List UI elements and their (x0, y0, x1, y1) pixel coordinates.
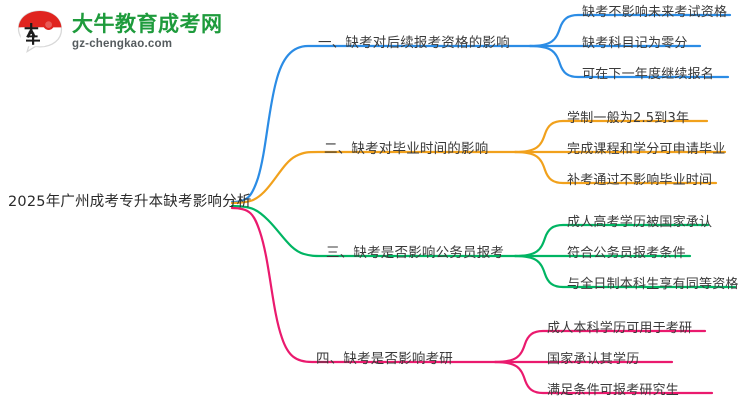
branch-label-2[interactable]: 二、缺考对毕业时间的影响 (324, 141, 489, 157)
branch-2-connectors (230, 119, 727, 205)
logo-subtitle: gz-chengkao.com (72, 37, 173, 50)
leaf-label-4-2[interactable]: 国家承认其学历 (547, 352, 640, 367)
leaf-label-3-2[interactable]: 符合公务员报考条件 (567, 246, 686, 261)
leaf-label-4-1[interactable]: 成人本科学历可用于考研 (547, 321, 693, 336)
logo-mark-icon (16, 8, 64, 54)
leaf-label-2-2[interactable]: 完成课程和学分可申请毕业 (567, 142, 726, 157)
leaf-label-3-1[interactable]: 成人高考学历被国家承认 (567, 215, 713, 230)
leaf-label-3-3[interactable]: 与全日制本科生享有同等资格 (567, 277, 739, 292)
branch-label-1[interactable]: 一、缺考对后续报考资格的影响 (318, 35, 510, 51)
branch-1-connectors (230, 13, 732, 204)
root-node-label[interactable]: 2025年广州成考专升本缺考影响分析 (8, 194, 252, 210)
logo-text-group: 大牛教育成考网 gz-chengkao.com (72, 12, 223, 51)
branch-label-3[interactable]: 三、缺考是否影响公务员报考 (326, 245, 505, 261)
branch-4-connectors (230, 206, 714, 395)
leaf-label-1-2[interactable]: 缺考科目记为零分 (582, 36, 688, 51)
leaf-label-2-3[interactable]: 补考通过不影响毕业时间 (567, 173, 713, 188)
branch-label-4[interactable]: 四、缺考是否影响考研 (316, 351, 453, 367)
leaf-label-2-1[interactable]: 学制一般为2.5到3年 (567, 111, 690, 126)
branch-3-connectors (230, 204, 737, 289)
leaf-label-1-3[interactable]: 可在下一年度继续报名 (582, 67, 715, 82)
site-logo: 大牛教育成考网 gz-chengkao.com (16, 8, 223, 54)
leaf-label-1-1[interactable]: 缺考不影响未来考试资格 (582, 5, 728, 20)
leaf-label-4-3[interactable]: 满足条件可报考研究生 (547, 383, 680, 398)
logo-title: 大牛教育成考网 (72, 11, 223, 36)
